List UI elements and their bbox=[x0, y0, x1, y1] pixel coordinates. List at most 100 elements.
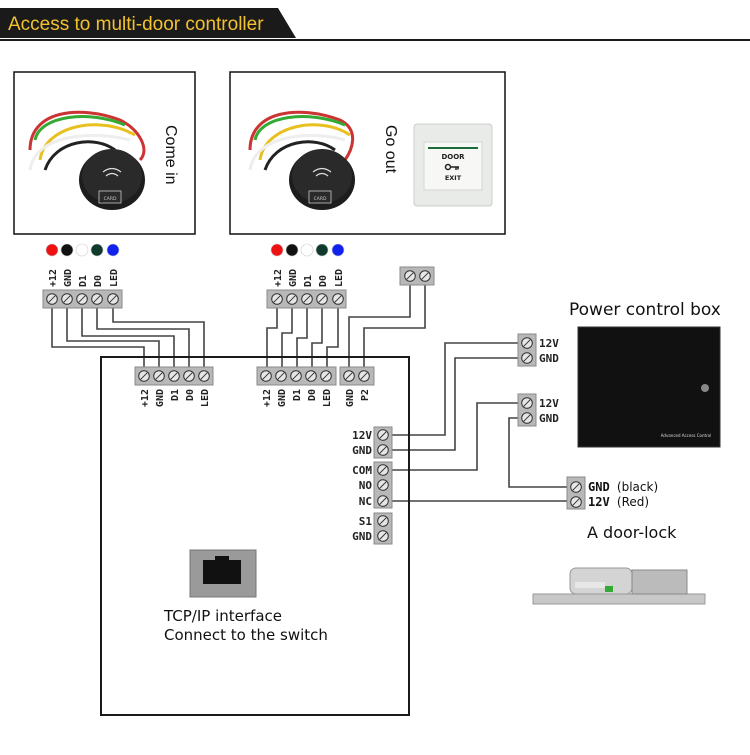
screw-slot bbox=[572, 483, 580, 491]
terminal-label: 12V bbox=[539, 397, 559, 410]
screw-slot bbox=[140, 372, 148, 380]
screw-slot bbox=[572, 498, 580, 506]
screw-slot bbox=[379, 497, 387, 505]
controller-terminal-label: GND bbox=[345, 389, 356, 407]
screw-slot bbox=[318, 295, 326, 303]
controller-terminal-label: GND bbox=[352, 444, 372, 457]
controller-board bbox=[100, 356, 410, 716]
wire-color-dot bbox=[300, 243, 314, 257]
screw-slot bbox=[406, 272, 414, 280]
screw-slot bbox=[307, 372, 315, 380]
exit-button-door-text: DOOR bbox=[441, 153, 465, 161]
screw-slot bbox=[334, 295, 342, 303]
reader-terminal-label: D1 bbox=[78, 275, 89, 287]
wire-lock-gnd bbox=[508, 417, 571, 488]
wire-color-dot bbox=[90, 243, 104, 257]
header-title: Access to multi-door controller bbox=[8, 14, 264, 35]
card-reader-image: CARD bbox=[248, 110, 355, 210]
screw-slot bbox=[63, 295, 71, 303]
controller-terminal-label: D0 bbox=[307, 389, 318, 401]
screw-slot bbox=[421, 272, 429, 280]
wire-button-p2 bbox=[363, 282, 426, 372]
door-lock-terminal-label: 12V (Red) bbox=[588, 495, 649, 509]
power-box-image: Advanced Access Control bbox=[577, 326, 721, 448]
controller-terminal-label: D0 bbox=[185, 389, 196, 401]
wire-color-dot bbox=[75, 243, 89, 257]
controller-terminal-label: LED bbox=[200, 389, 211, 407]
controller-terminal-label: NO bbox=[359, 479, 373, 492]
screw-slot bbox=[360, 372, 368, 380]
screw-slot bbox=[379, 466, 387, 474]
door-lock-image bbox=[532, 567, 706, 605]
screw-slot bbox=[379, 532, 387, 540]
screw-slot bbox=[109, 295, 117, 303]
terminal-label: GND bbox=[539, 352, 559, 365]
wire-color-dot bbox=[270, 243, 284, 257]
wire-r1-led bbox=[112, 305, 205, 372]
screw-slot bbox=[379, 446, 387, 454]
wire-r2-d1 bbox=[296, 305, 308, 372]
header: Access to multi-door controller bbox=[0, 8, 750, 41]
wire-power-12v bbox=[392, 342, 522, 436]
wire-r1-d1 bbox=[81, 305, 175, 372]
controller-terminal-label: D1 bbox=[170, 389, 181, 401]
screw-slot bbox=[379, 431, 387, 439]
reader-terminal-label: LED bbox=[334, 269, 345, 287]
controller-terminal-label: COM bbox=[352, 464, 372, 477]
screw-slot bbox=[345, 372, 353, 380]
wire-r2-d0 bbox=[311, 305, 323, 372]
controller-terminal-label: GND bbox=[277, 389, 288, 407]
screw-slot bbox=[523, 414, 531, 422]
screw-slot bbox=[93, 295, 101, 303]
controller-terminal-label: GND bbox=[155, 389, 166, 407]
header-divider bbox=[0, 39, 750, 41]
terminal-label: GND bbox=[539, 412, 559, 425]
screw-slot bbox=[155, 372, 163, 380]
screw-slot bbox=[292, 372, 300, 380]
screw-slot bbox=[379, 517, 387, 525]
controller-terminal-label: LED bbox=[322, 389, 333, 407]
exit-button-exit-text: EXIT bbox=[445, 174, 462, 182]
controller-terminal-label: GND bbox=[352, 530, 372, 543]
screw-slot bbox=[200, 372, 208, 380]
key-icon bbox=[444, 163, 459, 171]
controller-terminal-label: S1 bbox=[359, 515, 373, 528]
reader-terminal-label: D0 bbox=[93, 275, 104, 287]
screw-slot bbox=[288, 295, 296, 303]
screw-slot bbox=[273, 295, 281, 303]
wire-r2-plus12 bbox=[266, 305, 278, 372]
reader-terminal-label: +12 bbox=[273, 269, 284, 287]
screw-slot bbox=[523, 339, 531, 347]
screw-slot bbox=[185, 372, 193, 380]
wire-color-dot bbox=[285, 243, 299, 257]
card-reader-image: CARD bbox=[28, 110, 146, 210]
wire-color-dot bbox=[60, 243, 74, 257]
header-tab bbox=[0, 8, 296, 38]
wire-com-12v bbox=[392, 402, 522, 471]
wire-r2-led bbox=[326, 305, 339, 372]
reader-terminal-label: GND bbox=[63, 269, 74, 287]
screw-slot bbox=[262, 372, 270, 380]
screw-slot bbox=[48, 295, 56, 303]
controller-terminal-label: NC bbox=[359, 495, 372, 508]
reader-caption-come-in: Come in bbox=[162, 125, 179, 185]
controller-terminal-label: D1 bbox=[292, 389, 303, 401]
wire-color-dot bbox=[315, 243, 329, 257]
controller-terminal-label: 12V bbox=[352, 429, 372, 442]
wire-power-gnd bbox=[392, 357, 522, 451]
wire-r1-plus12 bbox=[51, 305, 145, 372]
wire-color-dot bbox=[45, 243, 59, 257]
wire-r2-gnd bbox=[281, 305, 293, 372]
wire-r1-d0 bbox=[96, 305, 190, 372]
reader-terminal-label: +12 bbox=[48, 269, 59, 287]
screw-slot bbox=[322, 372, 330, 380]
screw-slot bbox=[170, 372, 178, 380]
tcp-interface-label: TCP/IP interface bbox=[163, 607, 282, 625]
reader-panel-go-out: CARD Go out DOOR EXIT bbox=[229, 71, 506, 235]
door-lock-terminal-label: GND (black) bbox=[588, 480, 658, 494]
rj45-port bbox=[189, 549, 257, 598]
controller-terminal-label: +12 bbox=[262, 389, 273, 407]
reader-terminal-label: GND bbox=[288, 269, 299, 287]
tcp-connect-label: Connect to the switch bbox=[164, 626, 328, 644]
